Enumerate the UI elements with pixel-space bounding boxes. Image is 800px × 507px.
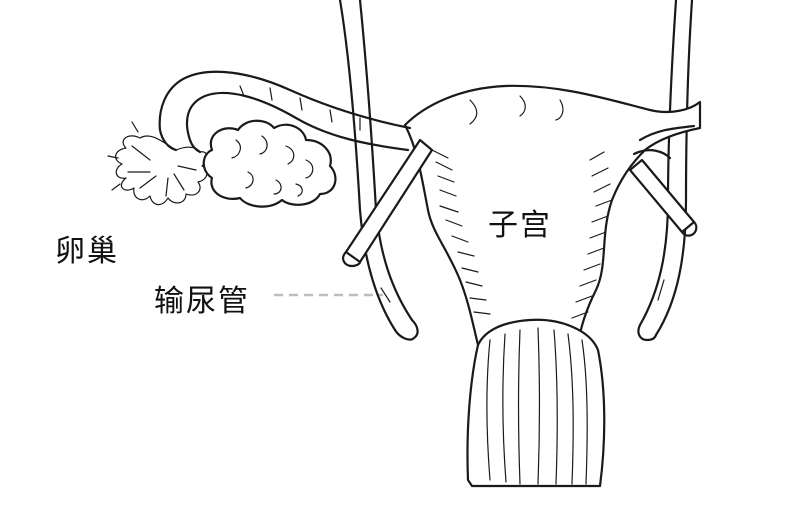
uterus-body	[403, 84, 702, 347]
ovary-label: 卵巢	[55, 234, 119, 269]
fallopian-tube-label: 输尿管	[154, 284, 250, 319]
right-oblique-tube	[628, 124, 698, 237]
ovary	[202, 119, 337, 208]
cervix	[466, 318, 606, 488]
uterus-label: 子宫	[488, 208, 552, 243]
left-ureter	[338, 0, 419, 341]
fimbriae	[107, 121, 208, 206]
left-oblique-tube	[342, 138, 434, 268]
left-fallopian-tube	[158, 70, 412, 154]
